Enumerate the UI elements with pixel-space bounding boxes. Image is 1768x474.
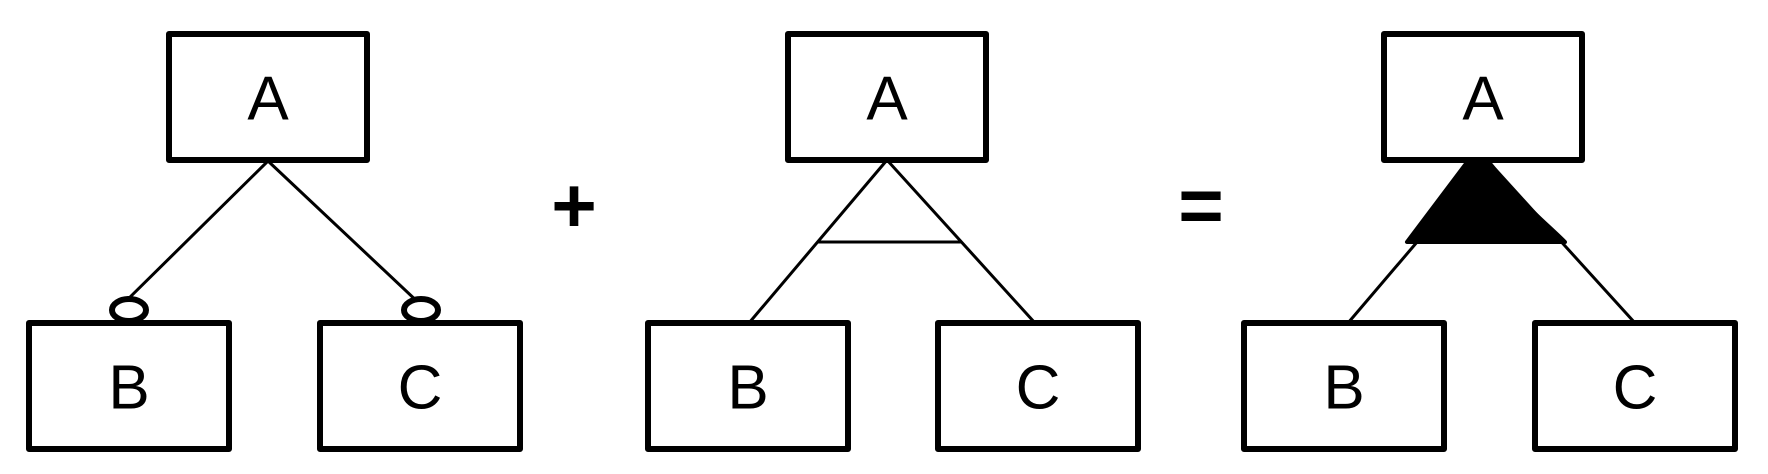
- edge-a-b: [120, 159, 270, 307]
- node-b: [26, 320, 232, 452]
- node-c-label: C: [1016, 354, 1061, 423]
- or-group-fill: [1405, 159, 1567, 244]
- edge-a-c: [266, 159, 423, 307]
- node-c: [317, 320, 523, 452]
- node-c-label: C: [398, 354, 443, 423]
- node-b: [645, 320, 851, 452]
- node-a: [166, 31, 370, 163]
- node-c-label: C: [1613, 354, 1658, 423]
- diagram-alternative: A B C: [645, 31, 1141, 452]
- diagram-optional: A B C: [26, 31, 523, 452]
- node-b-label: B: [1323, 354, 1364, 423]
- node-b-label: B: [727, 354, 768, 423]
- node-a: [1381, 31, 1585, 163]
- node-a-label: A: [1462, 65, 1504, 134]
- node-b: [1241, 320, 1447, 452]
- diagram-or: A B C: [1241, 31, 1738, 452]
- node-a: [785, 31, 989, 163]
- node-c: [1532, 320, 1738, 452]
- node-a-label: A: [247, 65, 289, 134]
- node-a-label: A: [866, 65, 908, 134]
- node-c: [935, 320, 1141, 452]
- optional-circle-b: [109, 296, 149, 324]
- node-b-label: B: [108, 354, 149, 423]
- plus-operator: +: [551, 161, 597, 249]
- optional-circle-c: [401, 296, 441, 324]
- equals-operator: =: [1178, 161, 1224, 249]
